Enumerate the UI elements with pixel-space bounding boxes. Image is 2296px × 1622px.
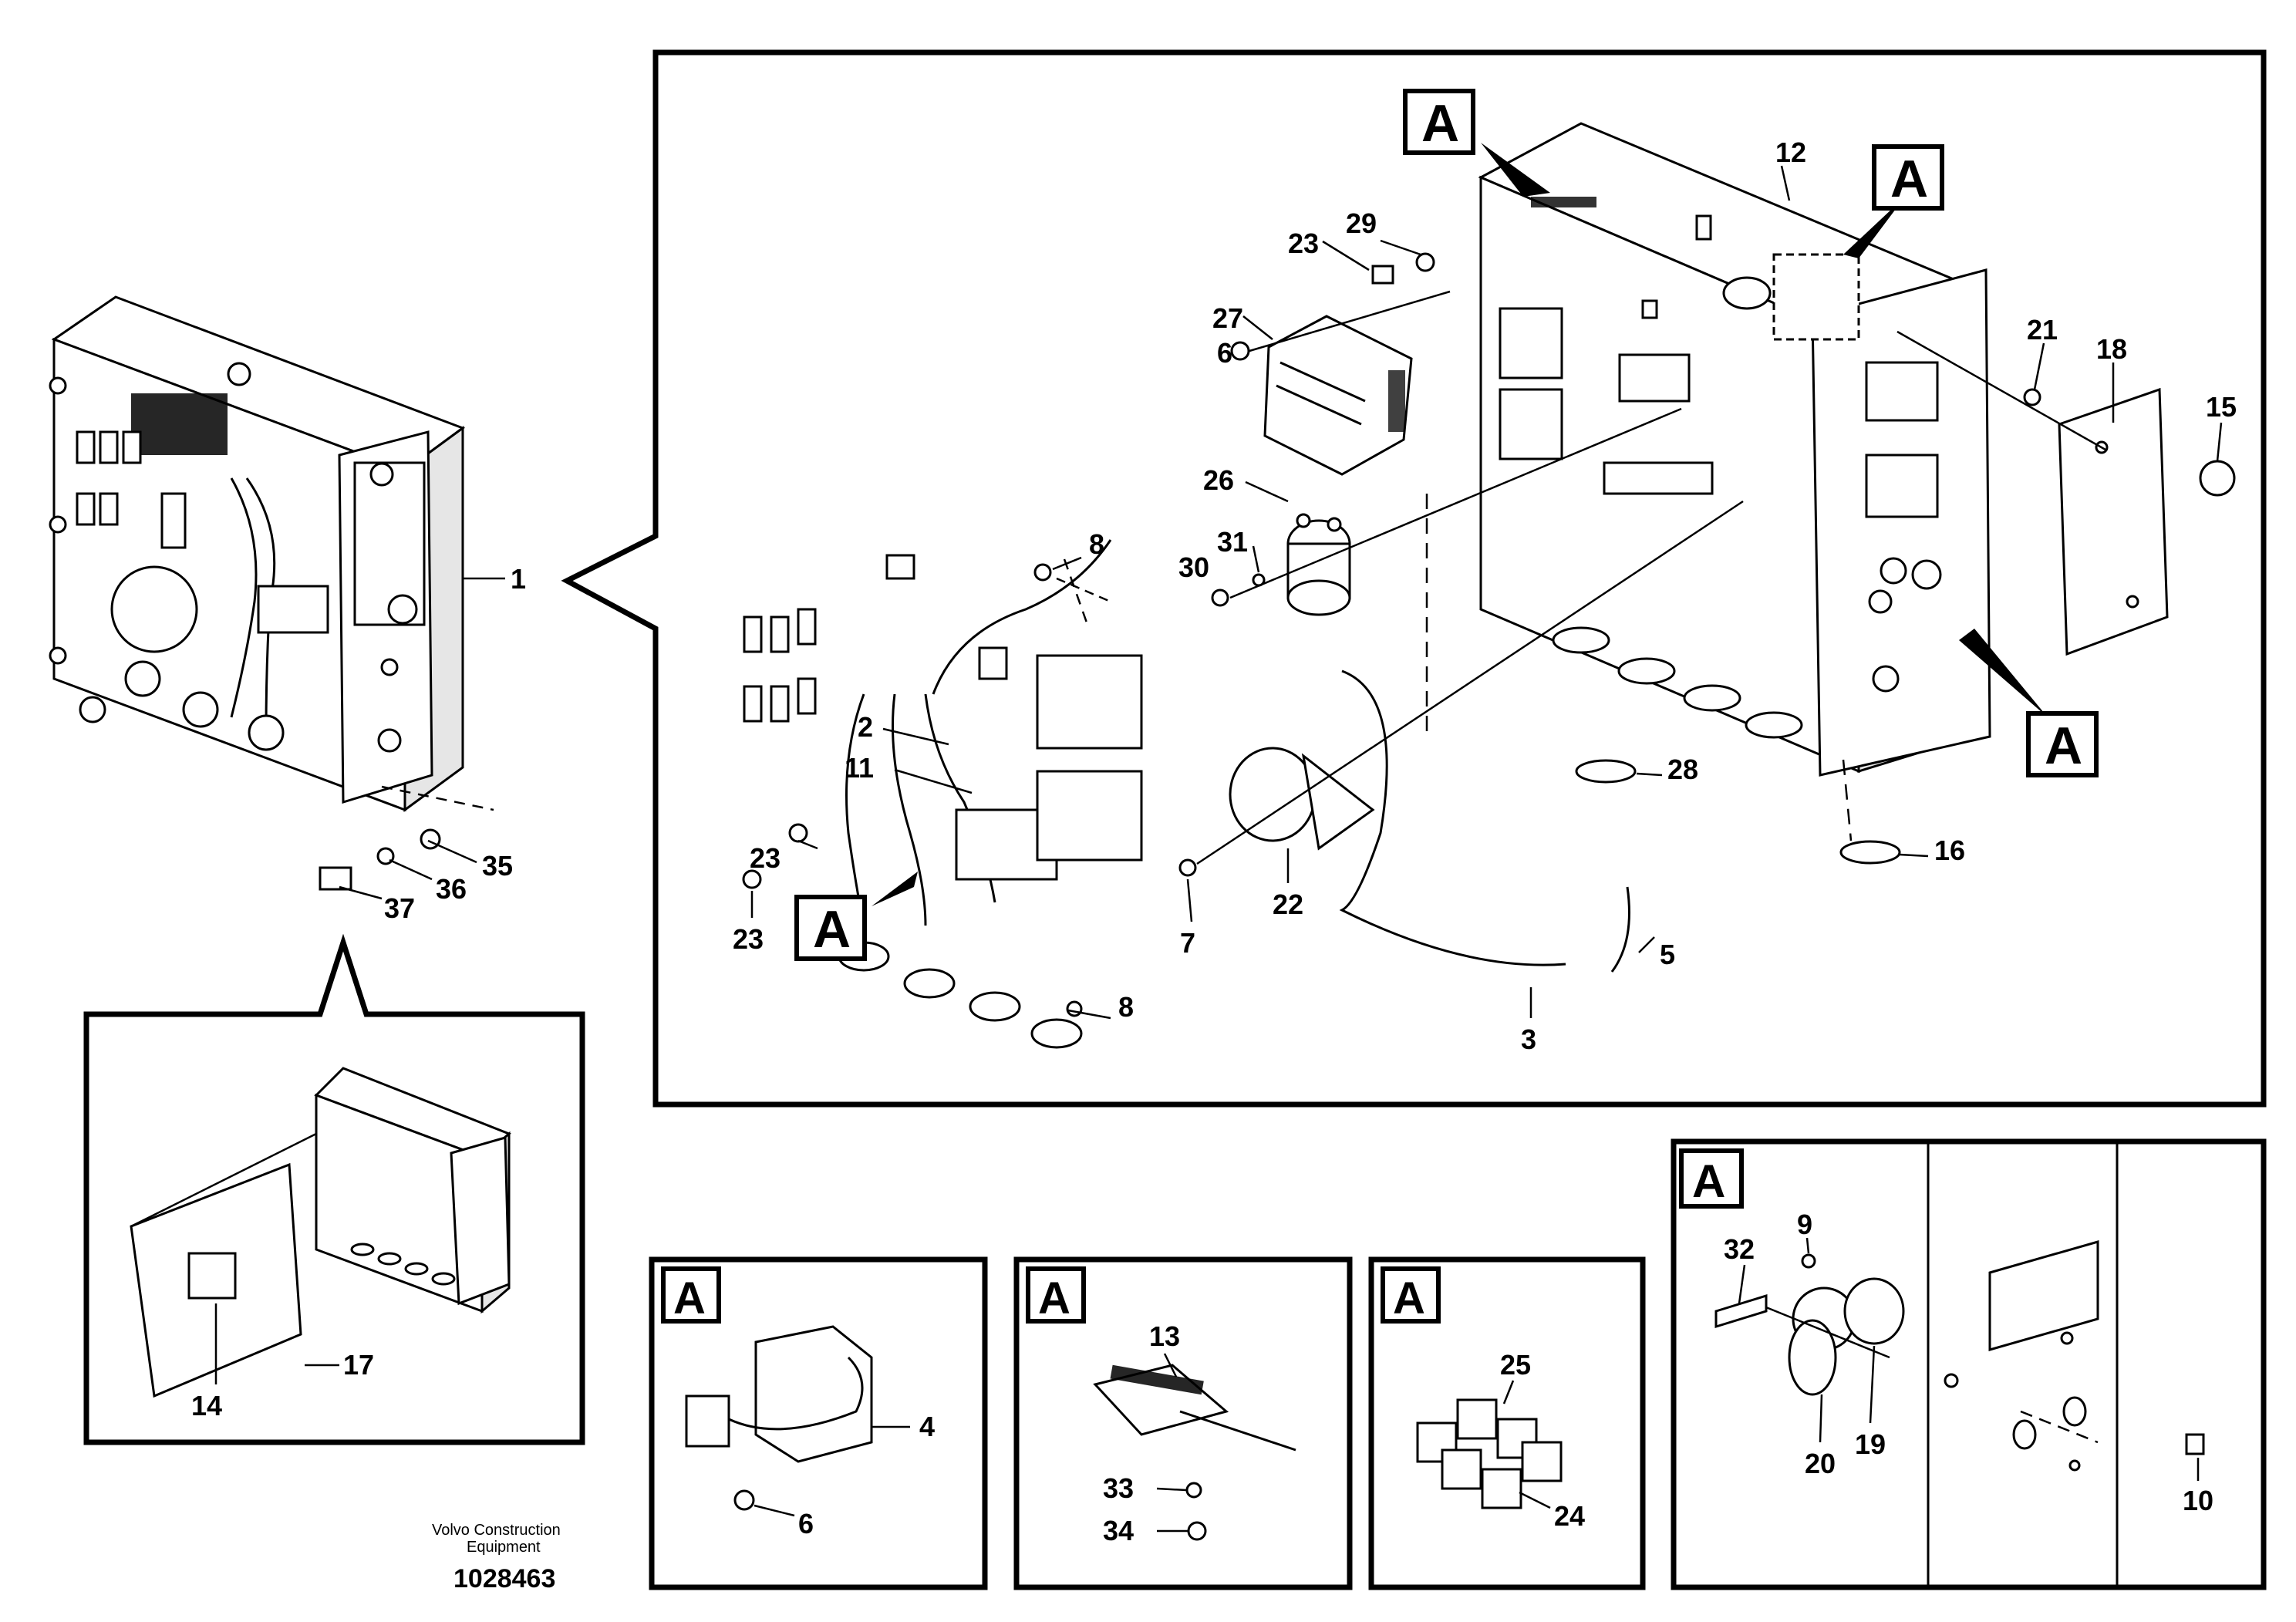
callout-23-lower: 23 [750, 842, 781, 874]
callout-4: 4 [919, 1411, 935, 1442]
callout-15: 15 [2206, 391, 2237, 423]
callout-23-bottom: 23 [733, 923, 764, 955]
detail-a1-marker: A [661, 1266, 721, 1324]
callout-5: 5 [1660, 939, 1675, 970]
fasteners [742, 252, 1435, 1017]
svg-text:A: A [1421, 94, 1459, 153]
callout-16: 16 [1934, 835, 1965, 866]
detail-a2-label-plate [1093, 1364, 1296, 1541]
callout-26: 26 [1203, 464, 1234, 496]
relay-module-27 [1263, 315, 1413, 476]
detail-a4-switches [1714, 1253, 2205, 1455]
callout-18: 18 [2096, 333, 2127, 365]
callout-29: 29 [1346, 207, 1377, 239]
callout-24: 24 [1554, 1500, 1585, 1532]
callout-2: 2 [858, 711, 873, 743]
drawing-number: 1028463 [453, 1564, 555, 1593]
svg-text:A: A [1393, 1273, 1425, 1324]
wiring-harness-2 [743, 539, 1143, 1049]
enclosure-box [1478, 122, 1991, 777]
callout-37: 37 [384, 892, 415, 924]
horn-22 [1229, 747, 1375, 851]
callout-19: 19 [1855, 1428, 1886, 1460]
callout-7: 7 [1180, 927, 1195, 959]
grommets-16-28 [1575, 759, 1901, 865]
callout-6-detail: 6 [798, 1508, 814, 1539]
detail-marker-a-top-right: A [1872, 144, 1944, 211]
callout-13: 13 [1149, 1320, 1180, 1352]
callout-1: 1 [511, 563, 526, 595]
cover-plate-18 [2023, 387, 2236, 656]
callout-31: 31 [1217, 526, 1248, 558]
callout-11: 11 [845, 752, 874, 784]
callout-21: 21 [2027, 314, 2058, 346]
credit-line-1: Volvo Construction [432, 1522, 561, 1539]
cable-3-and-hose-5 [1339, 669, 1630, 973]
callout-36: 36 [436, 873, 467, 905]
detail-a1-frame [649, 1256, 988, 1590]
callout-8: 8 [1089, 528, 1104, 560]
callout-6: 6 [1217, 337, 1232, 369]
detail-a4-marker: A [1679, 1148, 1744, 1209]
detail-a2-frame [1013, 1256, 1353, 1590]
detail-a3-marker: A [1381, 1266, 1441, 1324]
callout-20: 20 [1805, 1448, 1836, 1479]
callout-27: 27 [1212, 302, 1243, 334]
callout-33: 33 [1103, 1472, 1134, 1504]
svg-text:A: A [1038, 1273, 1070, 1324]
callout-9: 9 [1797, 1209, 1812, 1240]
callout-35: 35 [482, 850, 513, 882]
callout-12: 12 [1775, 137, 1806, 168]
detail-a4-panel [1927, 1141, 2119, 1587]
detail-a2-marker: A [1026, 1266, 1086, 1324]
callout-34: 34 [1103, 1515, 1134, 1546]
detail-a4-frame [1671, 1138, 2267, 1590]
solenoid-26 [1286, 513, 1351, 616]
assembled-electrical-box [49, 295, 494, 891]
callout-30: 30 [1178, 551, 1209, 583]
callout-23: 23 [1288, 228, 1319, 259]
svg-text:A: A [1692, 1155, 1725, 1207]
callout-25: 25 [1500, 1349, 1531, 1381]
svg-text:A: A [1890, 150, 1928, 208]
callout-10: 10 [2183, 1485, 2213, 1516]
detail-marker-a-right: A [2026, 711, 2099, 777]
callout-3: 3 [1521, 1023, 1536, 1055]
main-exploded-frame [561, 49, 2267, 1108]
callout-28: 28 [1667, 754, 1698, 785]
callout-14: 14 [191, 1390, 222, 1421]
inset-cabinet [130, 1067, 511, 1398]
credit-line-2: Equipment [467, 1539, 541, 1556]
callout-17: 17 [343, 1349, 374, 1381]
detail-a3-relay-block [1416, 1398, 1563, 1509]
svg-text:A: A [813, 900, 851, 959]
detail-a1-connector [685, 1325, 873, 1511]
callout-22: 22 [1273, 889, 1303, 920]
detail-marker-a-top-left: A [1403, 89, 1475, 155]
svg-text:A: A [673, 1273, 706, 1324]
callout-8-lower: 8 [1118, 991, 1134, 1023]
detail-marker-a-harness: A [794, 895, 867, 961]
detail-a3-frame [1368, 1256, 1646, 1590]
inset-cabinet-frame [83, 933, 585, 1445]
callout-32: 32 [1724, 1233, 1755, 1265]
svg-text:A: A [2045, 717, 2082, 775]
